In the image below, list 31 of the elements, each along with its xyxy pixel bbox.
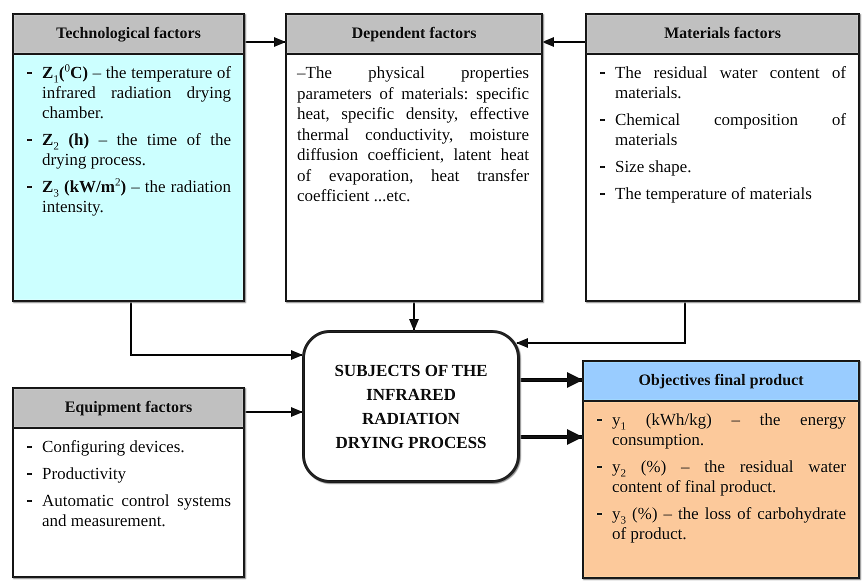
list-item-text: Z$_{2}$ (h) – the time of the drying process. [42,130,231,170]
box-header: Dependent factors [287,15,541,55]
list-item-text: y$_{1}$ (kWh/kg) – the energy consumption. [612,410,846,450]
list-item-text: y$_{3}$ (%) – the loss of carbohydrate of product. [612,504,846,544]
process-box: SUBJECTS OF THE INFRARED RADIATION DRYING PROCESS [302,330,520,483]
factor-box [12,387,245,578]
list-item-text: The residual water content of materials. [615,63,846,103]
arrow [409,302,419,331]
arrow [130,302,303,360]
list-item-text: Productivity [42,464,128,484]
factor-box [285,13,543,302]
arrow [516,302,686,348]
box-header: Equipment factors [14,389,243,429]
box-header: Technological factors [14,15,243,55]
list-item-text: Z$_{3}$ (kW/m$^{2}$) – the radiation intensity. [42,177,231,217]
factor-box [582,360,860,579]
box-header: Materials factors [587,15,858,55]
factor-box [585,13,860,302]
list-item-text: Chemical composition of materials [615,110,846,150]
list-item-text: The temperature of materials [615,184,813,204]
list-item-text: Configuring devices. [42,437,186,457]
arrow [542,37,585,47]
list-item-text: Automatic control systems and measurement. [42,491,231,531]
factor-box [12,13,245,302]
list-item-text: Size shape. [615,157,692,177]
box-header: Objectives final product [584,362,858,402]
arrow [245,407,303,417]
body-text: –The physical properties parameters of materials: specific heat, specific density, effective thermal conductivity, moisture diffusion coefficient, latent heat of evaporation, heat transfer coefficient ...etc. [297,63,529,206]
list-item-text: Z$_{1}$($^{0}$C) – the temperature of infrared radiation drying chamber. [42,63,231,123]
arrow [245,37,286,47]
list-item-text: y$_{2}$ (%) – the residual water content of final product. [612,457,846,497]
